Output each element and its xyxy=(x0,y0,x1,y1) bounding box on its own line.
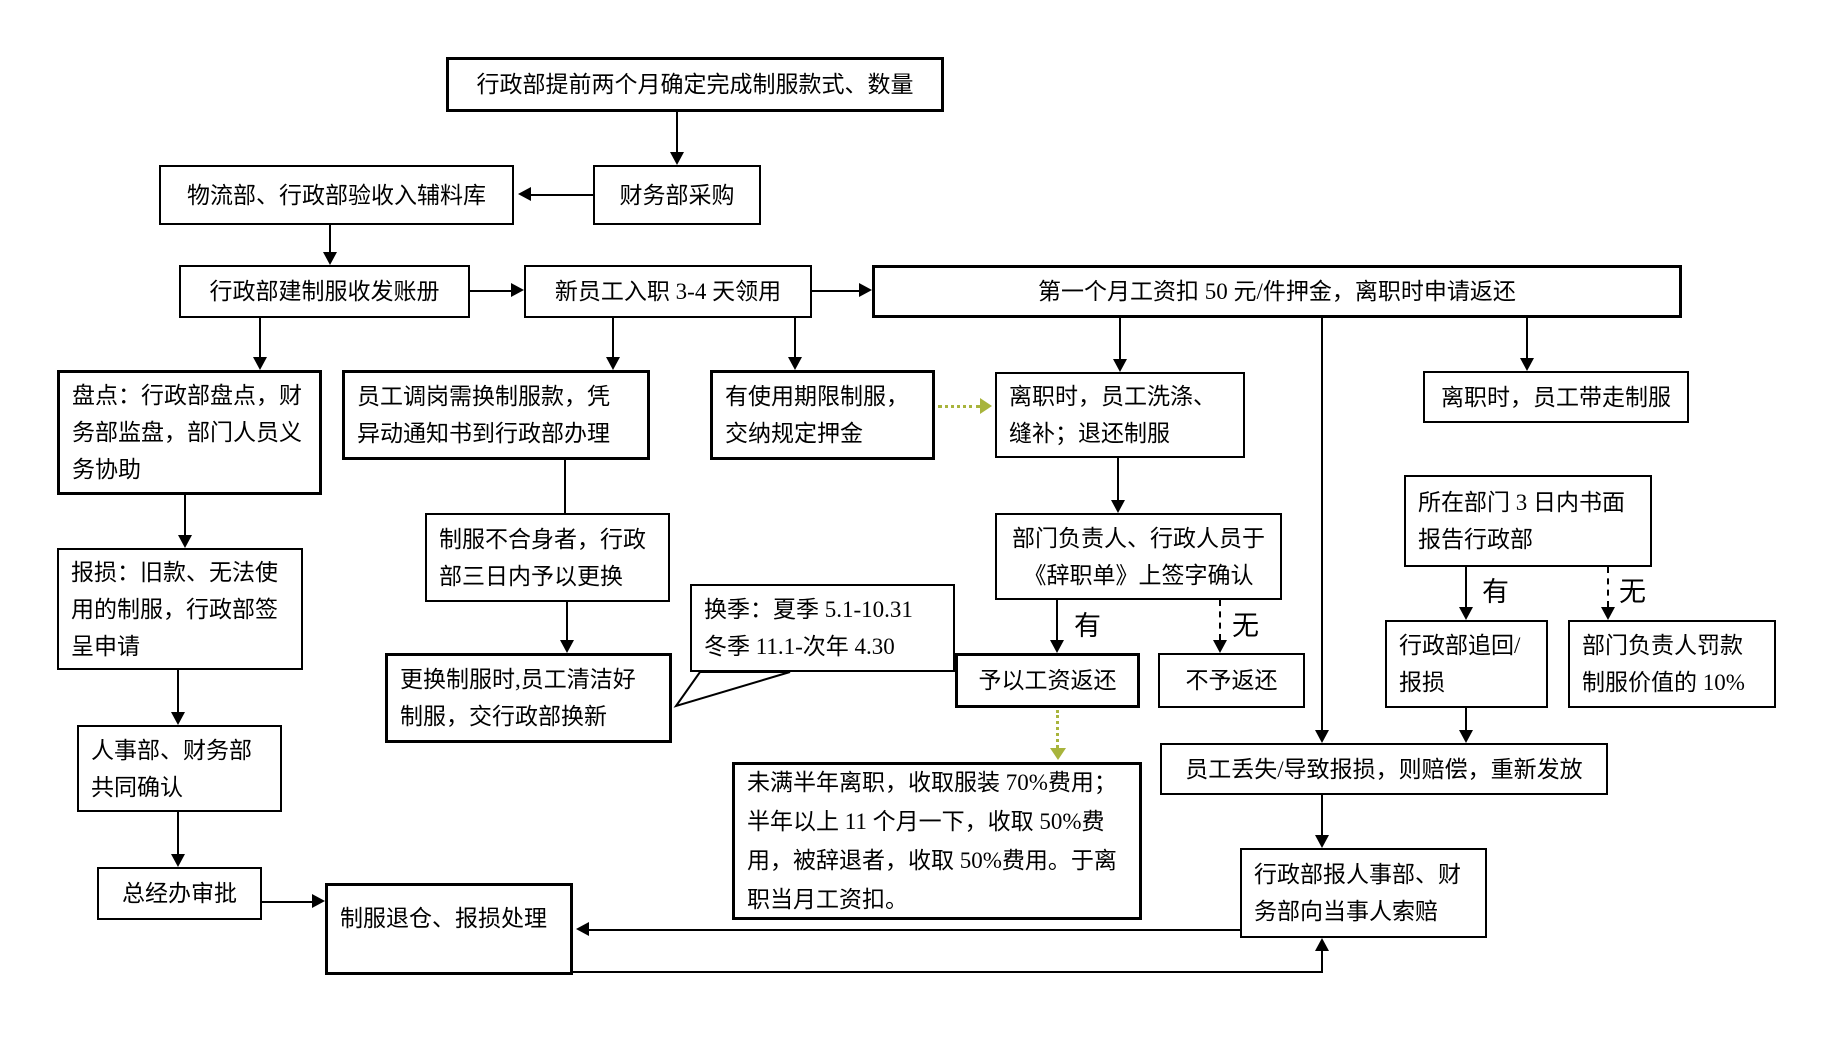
arrowhead-down-icon xyxy=(1050,640,1064,653)
connector-claim-to-returnwarehouse xyxy=(589,929,1240,931)
arrowhead-down-icon xyxy=(1459,607,1473,620)
connector-newemp-to-transfer xyxy=(612,318,614,357)
connector-deposit-to-lost xyxy=(1321,318,1323,730)
connector-deposit-to-resignwash xyxy=(1119,318,1121,359)
connector-lost-to-claim xyxy=(1321,795,1323,835)
node-damage-report: 报损：旧款、无法使 用的制服，行政部签 呈申请 xyxy=(57,548,303,670)
arrowhead-down-icon xyxy=(1111,500,1125,513)
node-receive-warehouse: 物流部、行政部验收入辅料库 xyxy=(159,165,514,225)
label-report-no: 无 xyxy=(1617,570,1648,609)
green-arrowhead-down-icon xyxy=(1050,748,1066,760)
arrowhead-down-icon xyxy=(606,357,620,370)
node-claim: 行政部报人事部、财 务部向当事人索赔 xyxy=(1240,848,1487,938)
node-joint-confirm: 人事部、财务部 共同确认 xyxy=(77,725,282,812)
connector-stocktake-to-damage xyxy=(184,495,186,535)
arrowhead-down-icon xyxy=(323,252,337,265)
connector-deposit-to-takeaway xyxy=(1526,318,1528,358)
node-transfer: 员工调岗需换制服款，凭 异动通知书到行政部办理 xyxy=(342,370,650,460)
label-report-yes: 有 xyxy=(1480,570,1511,609)
node-report-3days: 所在部门 3 日内书面 报告行政部 xyxy=(1404,475,1652,567)
connector-report-no-branch xyxy=(1607,567,1609,607)
arrowhead-left-icon xyxy=(518,187,531,201)
arrowhead-down-icon xyxy=(253,357,267,370)
node-resign-wash: 离职时，员工洗涤、 缝补；退还制服 xyxy=(995,372,1245,458)
arrowhead-down-icon xyxy=(171,854,185,867)
node-sign-confirm: 部门负责人、行政人员于 《辞职单》上签字确认 xyxy=(995,513,1282,600)
arrowhead-down-icon xyxy=(670,152,684,165)
arrowhead-down-icon xyxy=(1315,730,1329,743)
node-fine-10pct: 部门负责人罚款 制服价值的 10% xyxy=(1568,620,1776,708)
connector-damage-to-joint xyxy=(177,670,179,712)
connector-newemp-to-deposit xyxy=(812,290,859,292)
node-deposit: 第一个月工资扣 50 元/件押金，离职时申请返还 xyxy=(872,265,1682,318)
node-fee-rule: 未满半年离职，收取服装 70%费用； 半年以上 11 个月一下，收取 50%费 … xyxy=(732,762,1142,920)
connector-sign-yes-branch xyxy=(1056,600,1058,640)
arrowhead-down-icon xyxy=(1315,835,1329,848)
connector-transfer-to-illfitting xyxy=(564,460,566,513)
connector-illfitting-to-replace xyxy=(566,602,568,640)
node-gm-approval: 总经办审批 xyxy=(97,867,262,920)
arrowhead-right-icon xyxy=(859,283,872,297)
node-take-away: 离职时，员工带走制服 xyxy=(1423,371,1689,423)
arrowhead-down-icon xyxy=(178,535,192,548)
connector-gm-to-returnwarehouse xyxy=(262,901,312,903)
arrowhead-down-icon xyxy=(1520,358,1534,371)
arrowhead-left-icon xyxy=(576,922,589,936)
connector-ledger-to-stocktake xyxy=(259,318,261,357)
label-sign-no: 无 xyxy=(1230,604,1261,643)
connector-refundyes-to-feerule-green xyxy=(1056,710,1059,748)
arrowhead-down-icon xyxy=(788,357,802,370)
connector-resignwash-to-sign xyxy=(1117,458,1119,500)
label-sign-yes: 有 xyxy=(1072,604,1103,643)
connector-limited-to-resignwash-green xyxy=(938,405,980,408)
node-recover: 行政部追回/ 报损 xyxy=(1385,620,1548,708)
connector-newemp-to-limited xyxy=(794,318,796,357)
node-lost-compensate: 员工丢失/导致报损，则赔偿，重新发放 xyxy=(1160,743,1608,795)
node-refund-no: 不予返还 xyxy=(1158,653,1305,708)
connector-joint-to-gm xyxy=(177,812,179,854)
arrowhead-down-icon xyxy=(1113,359,1127,372)
node-limited-term: 有使用期限制服， 交纳规定押金 xyxy=(710,370,935,460)
connector-sign-no-branch xyxy=(1219,600,1221,640)
node-new-employee: 新员工入职 3-4 天领用 xyxy=(524,265,812,318)
node-confirm-style: 行政部提前两个月确定完成制服款式、数量 xyxy=(446,57,944,112)
node-return-warehouse: 制服退仓、报损处理 xyxy=(325,883,573,975)
arrowhead-down-icon xyxy=(1459,730,1473,743)
node-replace-clean: 更换制服时,员工清洁好 制服，交行政部换新 xyxy=(385,653,672,743)
node-season-note-callout: 换季：夏季 5.1-10.31 冬季 11.1-次年 4.30 xyxy=(690,584,955,672)
connector-ledger-to-newemp xyxy=(470,290,511,292)
node-refund-yes: 予以工资返还 xyxy=(955,653,1140,708)
arrowhead-right-icon xyxy=(511,283,524,297)
node-stocktake: 盘点：行政部盘点，财 务部监盘，部门人员义 务协助 xyxy=(57,370,322,495)
connector-bottom-to-claim xyxy=(1321,951,1323,972)
arrowhead-down-icon xyxy=(171,712,185,725)
green-arrowhead-right-icon xyxy=(980,398,992,414)
arrowhead-up-icon xyxy=(1315,938,1329,951)
arrowhead-down-icon xyxy=(1601,607,1615,620)
connector-confirm-to-purchase xyxy=(676,112,678,153)
connector-purchase-to-warehouse xyxy=(531,194,593,196)
node-ill-fitting: 制服不合身者，行政 部三日内予以更换 xyxy=(425,513,670,602)
arrowhead-down-icon xyxy=(1213,640,1227,653)
arrowhead-right-icon xyxy=(312,894,325,908)
connector-returnwarehouse-bottom-line xyxy=(573,971,1323,973)
season-note-callout-tail xyxy=(673,671,791,708)
connector-recover-to-lost xyxy=(1465,708,1467,730)
connector-warehouse-to-ledger xyxy=(329,225,331,252)
connector-report-yes-branch xyxy=(1465,567,1467,607)
arrowhead-down-icon xyxy=(560,640,574,653)
node-ledger: 行政部建制服收发账册 xyxy=(179,265,470,318)
node-purchase: 财务部采购 xyxy=(593,165,761,225)
